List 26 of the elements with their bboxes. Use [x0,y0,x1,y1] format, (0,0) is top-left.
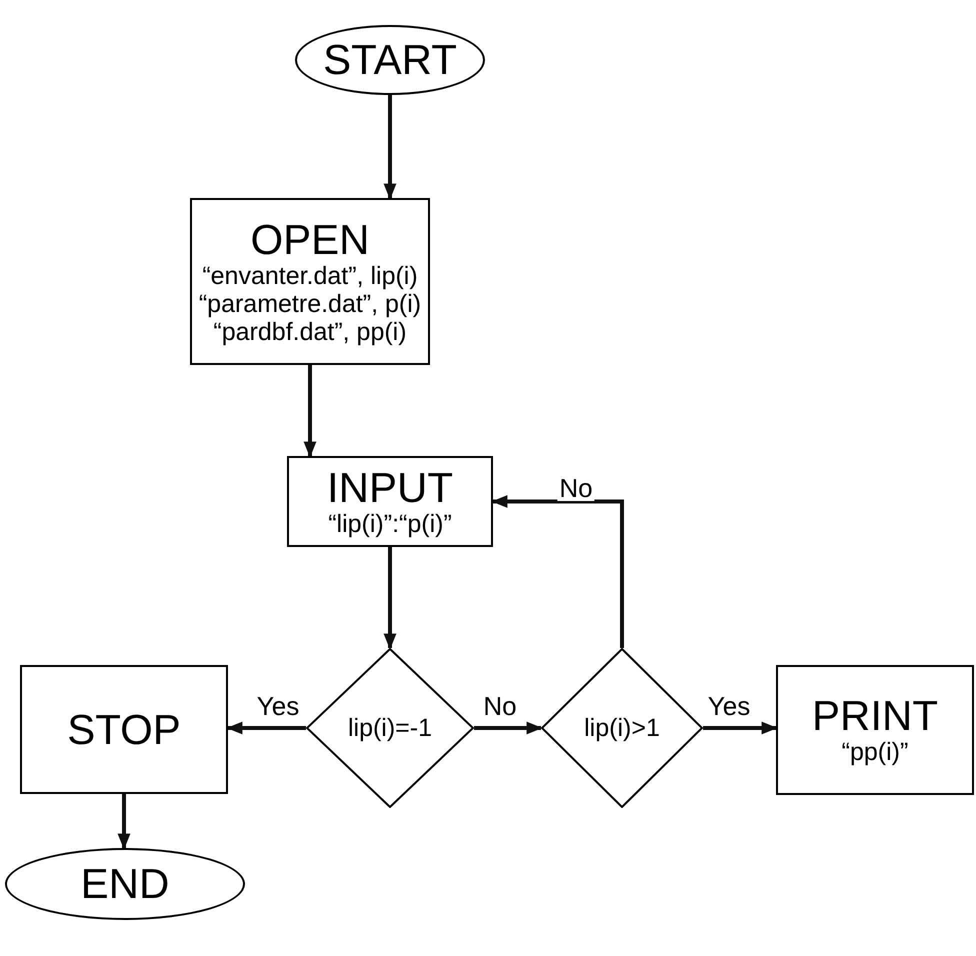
node-heading: INPUT [327,466,453,510]
node-text: lip(i)=-1 [348,714,432,742]
node-heading: PRINT [812,694,938,738]
output-box [776,665,974,795]
node-text: “pp(i)” [842,738,908,766]
input-box [287,456,493,547]
node-heading: STOP [67,708,181,752]
node-heading: OPEN [250,218,370,262]
node-text: lip(i)>1 [584,714,660,742]
node-text: “pardbf.dat”, pp(i) [213,318,407,346]
decision-diamond [541,648,703,808]
arrow [118,794,130,850]
arrow [304,365,316,458]
decision-diamond [306,648,474,808]
arrow [703,722,778,734]
node-text: “envanter.dat”, lip(i) [202,262,418,290]
node-heading: START [323,38,457,82]
arrow [474,722,543,734]
node-text: “parametre.dat”, p(i) [198,290,422,318]
process-box [190,198,430,365]
node-text: “lip(i)”:“p(i)” [328,510,452,538]
arrow [491,495,624,648]
arrow [384,95,396,200]
process-box [20,665,228,794]
node-heading: END [80,862,170,906]
arrow [384,547,396,650]
